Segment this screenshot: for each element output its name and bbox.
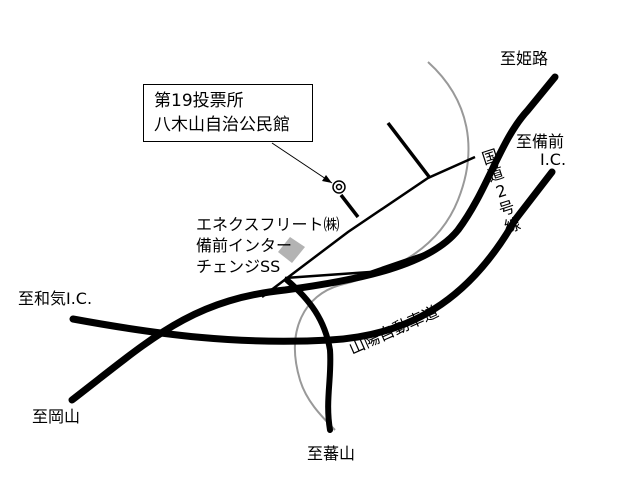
label-to-okayama: 至岡山 <box>32 407 81 426</box>
label-to-himeji: 至姫路 <box>500 49 549 68</box>
gas-station-label-3: チェンジSS <box>196 257 281 276</box>
label-to-banzan: 至蕃山 <box>307 444 356 463</box>
road-to-banzan <box>284 277 334 433</box>
callout-line-1: 第19投票所 <box>154 91 244 111</box>
gas-station-label-2: 備前インター <box>196 236 293 255</box>
label-to-bizen-ic-2: I.C. <box>540 150 567 169</box>
callout-line-2: 八木山自治公民館 <box>154 115 290 135</box>
polling-place-icon <box>332 180 346 194</box>
gas-station-icon <box>278 237 305 263</box>
spur-road-north <box>386 121 432 180</box>
label-to-wake-ic: 至和気I.C. <box>18 289 93 308</box>
gas-station-label-1: エネクスフリート㈱ <box>196 215 340 234</box>
callout-arrowhead <box>322 175 332 183</box>
callout-arrow <box>271 142 333 184</box>
label-to-bizen-ic-1: 至備前 <box>516 132 565 151</box>
polling-place-callout: 第19投票所 八木山自治公民館 <box>143 84 313 142</box>
local-road <box>261 155 476 298</box>
spur-road-polling <box>339 193 360 219</box>
